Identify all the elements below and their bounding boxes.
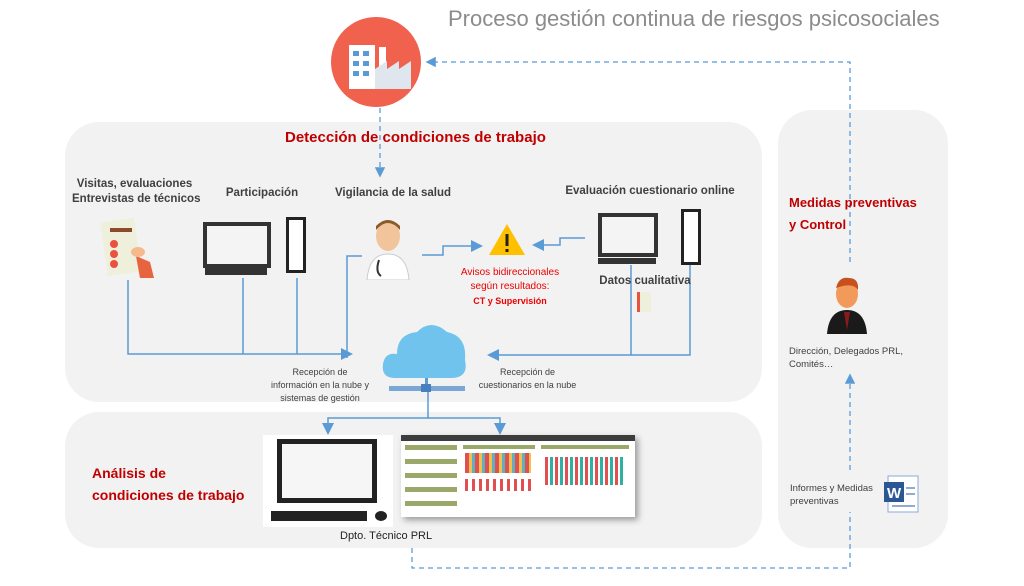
participation-phone-icon xyxy=(286,217,306,273)
visits-line2: Entrevistas de técnicos xyxy=(72,193,201,205)
qualitative-label: Datos cualitativa xyxy=(599,275,691,287)
visits-line1: Visitas, evaluaciones xyxy=(76,178,193,190)
keyboard xyxy=(205,268,267,275)
qualitative-form-icon xyxy=(637,292,651,312)
health-label: Vigilancia de la salud xyxy=(334,187,452,199)
control-heading: Medidas preventivas y Control xyxy=(789,192,917,236)
analysis-line2: condiciones de trabajo xyxy=(92,487,245,503)
cloud-left-line1: Recepción de xyxy=(292,367,348,377)
manager-icon xyxy=(825,272,869,339)
factory-icon xyxy=(331,17,421,107)
dashboard-screenshot xyxy=(401,435,635,517)
diagram-title: Proceso gestión continua de riesgos psic… xyxy=(448,6,940,31)
reports-text: Informes y Medidas preventivas xyxy=(790,482,873,508)
reports-line2: preventivas xyxy=(790,496,839,507)
svg-text:W: W xyxy=(887,485,902,502)
participation-label: Participación xyxy=(225,187,299,199)
control-line1: Medidas preventivas xyxy=(789,195,917,210)
people-line2: Comités… xyxy=(789,359,834,370)
reports-line1: Informes y Medidas xyxy=(790,483,873,494)
word-document-icon: W xyxy=(882,474,922,519)
people-text: Dirección, Delegados PRL, Comités… xyxy=(789,345,903,371)
control-line2: y Control xyxy=(789,217,847,232)
alerts-line1: Avisos bidireccionales xyxy=(460,267,560,278)
checklist-icon xyxy=(100,217,160,285)
participation-computer-icon xyxy=(203,222,271,268)
warning-icon xyxy=(488,222,526,261)
analysis-computer-icon xyxy=(263,435,393,527)
alerts-line2: según resultados: xyxy=(470,281,550,292)
cloud-icon xyxy=(381,316,471,401)
cloud-left-text: Recepción de información en la nube y si… xyxy=(265,366,375,405)
online-label: Evaluación cuestionario online xyxy=(565,185,735,197)
online-computer-icon xyxy=(598,213,658,257)
cloud-right-line2: cuestionarios en la nube xyxy=(478,380,577,390)
people-line1: Dirección, Delegados PRL, xyxy=(789,346,904,357)
analysis-heading: Análisis de condiciones de trabajo xyxy=(92,462,244,506)
doctor-icon xyxy=(363,216,413,285)
alerts-text: Avisos bidireccionales según resultados:… xyxy=(450,266,570,308)
cloud-left-line3: sistemas de gestión xyxy=(280,393,360,403)
analysis-line1: Análisis de xyxy=(92,465,166,481)
dept-label: Dpto. Técnico PRL xyxy=(340,530,433,542)
cloud-left-line2: información en la nube y xyxy=(270,380,370,390)
cloud-right-text: Recepción de cuestionarios en la nube xyxy=(470,366,585,392)
detection-heading: Detección de condiciones de trabajo xyxy=(285,129,546,146)
online-phone-icon xyxy=(681,209,701,265)
cloud-right-line1: Recepción de xyxy=(499,367,556,377)
keyboard xyxy=(598,258,656,264)
alerts-line3: CT y Supervisión xyxy=(473,296,547,306)
